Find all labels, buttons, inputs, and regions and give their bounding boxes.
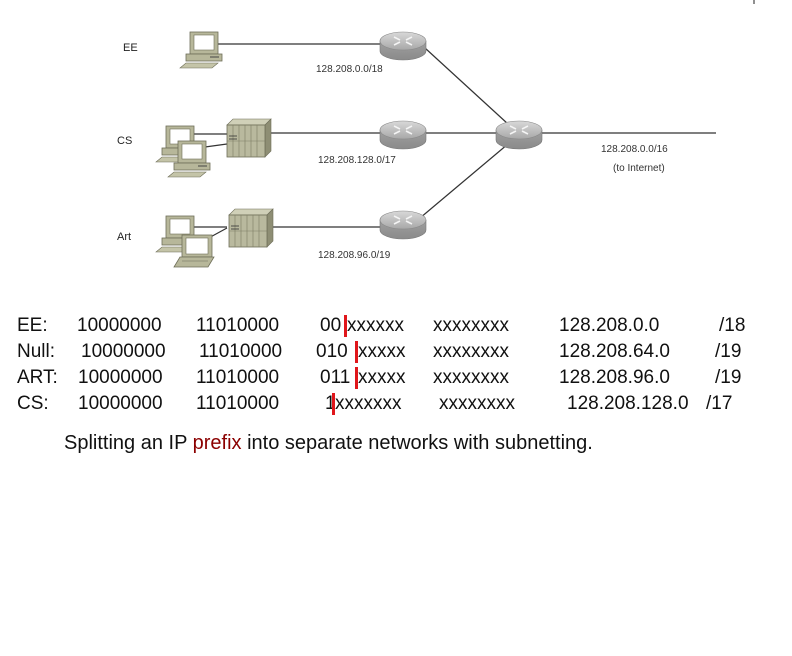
prefix-length: /19 [715,367,742,388]
network-label-art: Art [117,231,131,243]
prefix-boundary-marker [355,367,358,389]
prefix-boundary-marker [344,315,347,337]
prefix-label-cs: 128.208.128.0/17 [318,155,396,166]
octet-2: 11010000 [199,341,283,362]
octet-4: xxxxxxxx [439,393,515,414]
core-router-icon [495,120,543,150]
prefix-label-art: 128.208.96.0/19 [318,250,391,261]
prefix-boundary-marker [332,393,335,415]
octet-2: 11010000 [196,367,280,388]
network-address: 128.208.0.0 [559,315,660,336]
table-row: ART: 10000000 11010000 011 xxxxx xxxxxxx… [17,366,741,390]
row-name: ART: [17,367,58,388]
host-bits: xxxxx [358,367,406,388]
router-icon [379,31,427,61]
table-row: EE: 10000000 11010000 00 xxxxxx xxxxxxxx… [17,314,745,338]
row-name: CS: [17,393,49,414]
network-address: 128.208.96.0 [559,367,670,388]
prefix-boundary-marker [355,341,358,363]
caption-highlight: prefix [192,432,242,454]
host-bits: xxxxxx [347,315,404,336]
fixed-bits: 011 [320,367,351,388]
host-bits: xxxxx [358,341,406,362]
row-name: EE: [17,315,48,336]
host-bits: xxxxxxx [335,393,402,414]
link-router-art-core [419,143,509,219]
figure-caption: Splitting an IP prefix into separate net… [64,432,593,455]
router-icon [379,210,427,240]
octet-1: 10000000 [77,315,162,336]
prefix-length: /17 [706,393,733,414]
network-address: 128.208.128.0 [567,393,689,414]
table-row: Null: 10000000 11010000 010 xxxxx xxxxxx… [17,340,741,364]
octet-4: xxxxxxxx [433,341,509,362]
link-router-ee-core [424,47,509,125]
prefix-label-ee: 128.208.0.0/18 [316,64,383,75]
table-row: CS: 10000000 11010000 1 xxxxxxx xxxxxxxx… [17,392,732,416]
network-label-cs: CS [117,135,132,147]
octet-2: 11010000 [196,315,280,336]
network-diagram: EE 128.208.0.0/18 CS 128.208.128.0/17 12… [117,0,755,268]
row-name: Null: [17,341,56,362]
switch-icon [228,208,274,248]
prefix-label-uplink: 128.208.0.0/16 [601,144,668,155]
fixed-bits: 00 [320,315,342,336]
octet-4: xxxxxxxx [433,367,509,388]
prefix-length: /18 [719,315,746,336]
octet-1: 10000000 [78,393,163,414]
octet-1: 10000000 [78,367,163,388]
caption-text-before: Splitting an IP [64,432,193,454]
octet-4: xxxxxxxx [433,315,509,336]
prefix-length: /19 [715,341,742,362]
router-icon [379,120,427,150]
fixed-bits: 1 [325,393,336,414]
octet-2: 11010000 [196,393,280,414]
octet-1: 10000000 [81,341,166,362]
desktop-computer-icon [179,31,223,69]
uplink-note: (to Internet) [613,163,665,174]
fixed-bits: 010 [316,341,348,362]
network-address: 128.208.64.0 [559,341,670,362]
network-label-ee: EE [123,42,138,54]
caption-text-after: into separate networks with subnetting. [241,432,593,454]
switch-icon [226,118,272,158]
